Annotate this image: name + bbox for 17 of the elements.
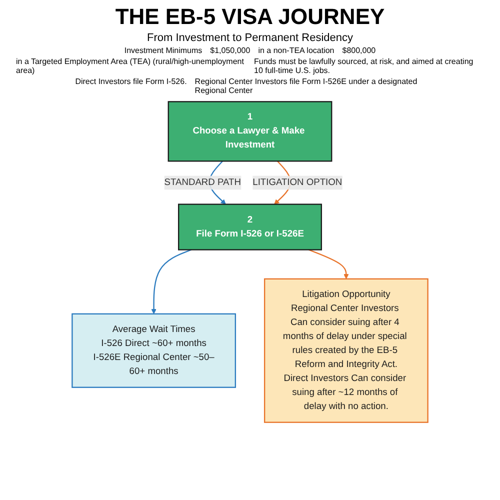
note-text: in a non-TEA location [258, 46, 334, 55]
flowchart: STANDARD PATH LITIGATION OPTION 1 Choose a Lawyer & Make Investment 2 File Form I-526 or I-526E Average Wait Times I-526 Direct ~60+ months I-526E Regional Center ~50–60+ months Litigation Opportunity Regional Center Investors Can consider suing after 4 months of delay under special rules created by the EB-5 Reform and Integrity Act. Direct Investors Can consider suing after ~12 months of delay with no action. [5, 97, 495, 427]
note-text: $800,000 [342, 46, 376, 55]
title: THE EB-5 VISA JOURNEY [114, 4, 386, 30]
node-box [168, 101, 332, 162]
note-text: $1,050,000 [210, 46, 250, 55]
note-text: in a Targeted Employment Area (TEA) (rural/high-unemployment area) [16, 57, 245, 75]
note-text: Direct Investors file Form I-526. [75, 77, 187, 88]
note-text: Funds must be lawfully sourced, at risk, and aimed at creating 10 full-time U.S. jobs. [254, 57, 474, 75]
note-text: Regional Center Investors file Form I-526E under a designated Regional Center [194, 77, 418, 95]
arrow [308, 249, 349, 280]
node-box [264, 278, 428, 423]
node-box [72, 313, 236, 388]
note-text: Investment Minimums [124, 46, 202, 55]
subtitle: From Investment to Permanent Residency [146, 32, 354, 44]
node-box [178, 204, 322, 250]
arrow [151, 249, 192, 314]
